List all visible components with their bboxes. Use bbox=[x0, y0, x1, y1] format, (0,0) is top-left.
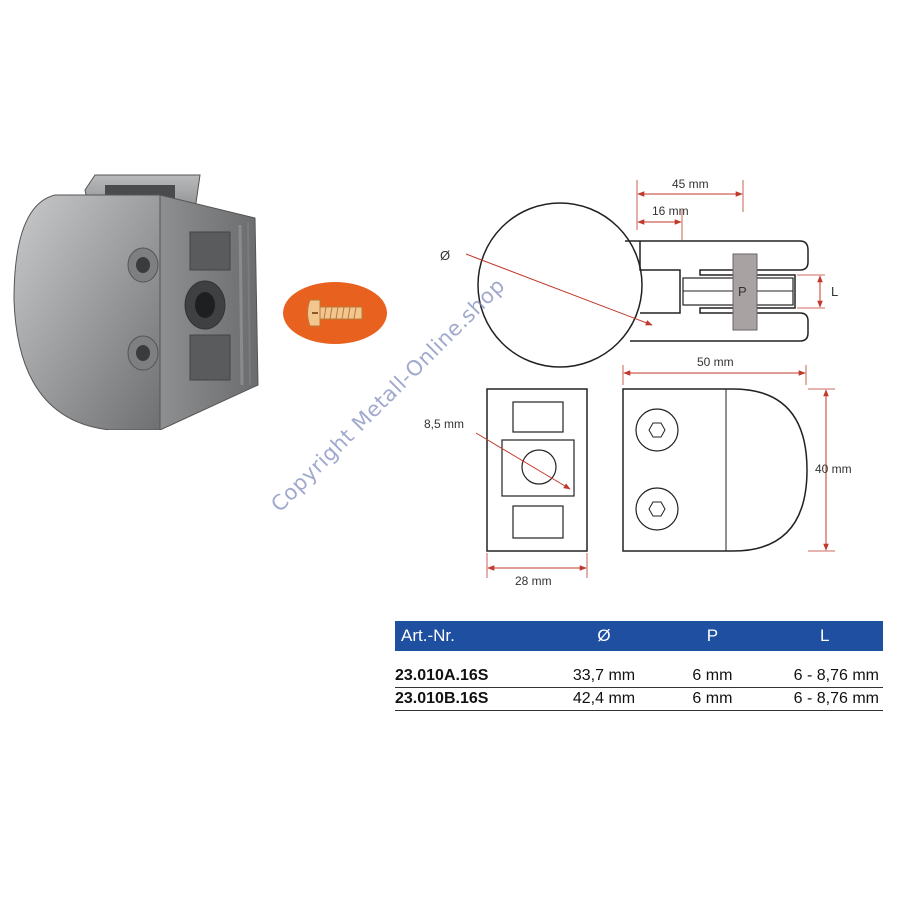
dim-hole-line bbox=[475, 432, 571, 490]
table-row: 23.010B.16S 42,4 mm 6 mm 6 - 8,76 mm bbox=[395, 687, 883, 711]
header-l: L bbox=[820, 626, 830, 645]
cell-diameter: 33,7 mm bbox=[549, 651, 659, 688]
dim-16-label: 16 mm bbox=[652, 204, 689, 218]
glass-panel bbox=[732, 253, 758, 331]
screw-hole-top bbox=[127, 247, 159, 283]
top-view: P Ø 45 mm 16 mm L bbox=[440, 177, 838, 368]
screw-hole-bottom bbox=[127, 335, 159, 371]
screw-icon-badge bbox=[283, 282, 387, 344]
header-diameter: Ø bbox=[597, 626, 611, 645]
cell-art-nr: 23.010B.16S bbox=[395, 687, 550, 711]
diameter-label: Ø bbox=[440, 248, 450, 263]
hex-socket-bottom bbox=[635, 487, 679, 531]
cell-p: 6 mm bbox=[658, 687, 767, 711]
label-p: P bbox=[738, 284, 747, 299]
header-p: P bbox=[706, 626, 719, 645]
spec-table: Art.-Nr. Ø P L 23.010A.16S 33,7 mm 6 mm … bbox=[395, 621, 883, 711]
front-view: 8,5 mm 28 mm bbox=[424, 388, 588, 588]
dim-45-label: 45 mm bbox=[672, 177, 709, 191]
spec-table-header: Art.-Nr. Ø P L bbox=[395, 621, 883, 651]
cell-l: 6 - 8,76 mm bbox=[766, 651, 883, 688]
dim-28-label: 28 mm bbox=[515, 574, 552, 588]
technical-drawing: P Ø 45 mm 16 mm L 8,5 mm 28 mm bbox=[424, 177, 852, 588]
dim-50-label: 50 mm bbox=[697, 355, 734, 369]
cell-p: 6 mm bbox=[658, 651, 767, 688]
label-l: L bbox=[831, 284, 838, 299]
dim-40-label: 40 mm bbox=[815, 462, 852, 476]
screw-icon bbox=[307, 299, 363, 327]
tube-circle bbox=[477, 202, 643, 368]
cell-diameter: 42,4 mm bbox=[549, 687, 659, 711]
cell-l: 6 - 8,76 mm bbox=[766, 687, 883, 711]
dim-hole-label: 8,5 mm bbox=[424, 417, 464, 431]
cell-art-nr: 23.010A.16S bbox=[395, 651, 550, 688]
bore-circle bbox=[521, 449, 557, 485]
product-photo bbox=[13, 174, 259, 430]
header-art-nr: Art.-Nr. bbox=[401, 626, 455, 645]
hex-socket-top bbox=[635, 408, 679, 452]
side-view: 50 mm 40 mm bbox=[622, 355, 852, 552]
table-row: 23.010A.16S 33,7 mm 6 mm 6 - 8,76 mm bbox=[395, 651, 883, 688]
diameter-line bbox=[465, 253, 653, 326]
